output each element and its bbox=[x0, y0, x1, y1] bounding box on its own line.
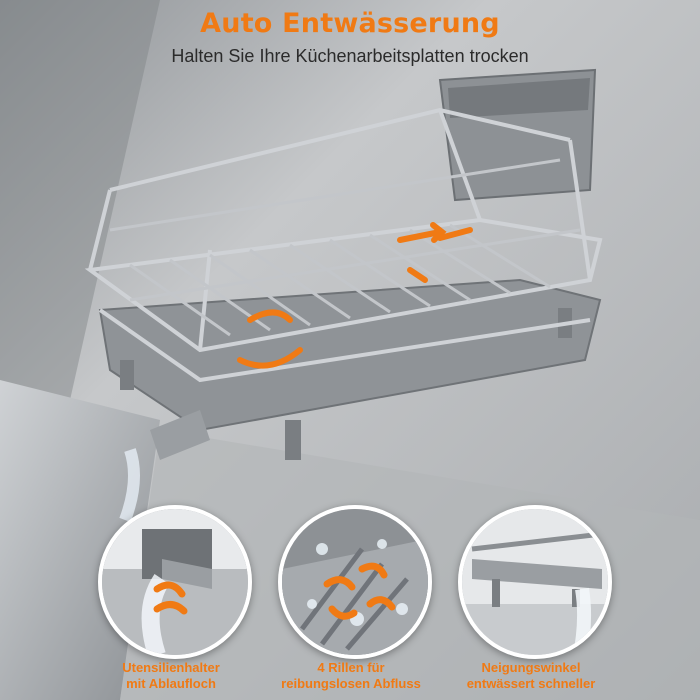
page-title: Auto Entwässerung bbox=[200, 8, 500, 39]
caption-line: mit Ablaufloch bbox=[126, 676, 216, 691]
wire-basket bbox=[84, 107, 603, 383]
caption-line: Neigungswinkel bbox=[481, 660, 581, 675]
drain-hole-icon bbox=[102, 509, 248, 655]
feature-drain-hole bbox=[98, 505, 252, 659]
tilt-angle-icon bbox=[462, 509, 608, 655]
caption-line: reibungslosen Abfluss bbox=[281, 676, 421, 691]
feature-tilt-angle bbox=[458, 505, 612, 659]
feature-caption-1: Utensilienhalter mit Ablaufloch bbox=[86, 660, 256, 692]
feature-caption-3: Neigungswinkel entwässert schneller bbox=[446, 660, 616, 692]
caption-line: Utensilienhalter bbox=[122, 660, 220, 675]
feature-grooves bbox=[278, 505, 432, 659]
caption-line: entwässert schneller bbox=[466, 676, 596, 691]
caption-line: 4 Rillen für bbox=[317, 660, 385, 675]
grooves-icon bbox=[282, 509, 428, 655]
page-subtitle: Halten Sie Ihre Küchenarbeitsplatten tro… bbox=[171, 46, 529, 66]
water-flow bbox=[119, 448, 140, 523]
feature-caption-2: 4 Rillen für reibungslosen Abfluss bbox=[266, 660, 436, 692]
drain-arrows bbox=[237, 222, 473, 369]
